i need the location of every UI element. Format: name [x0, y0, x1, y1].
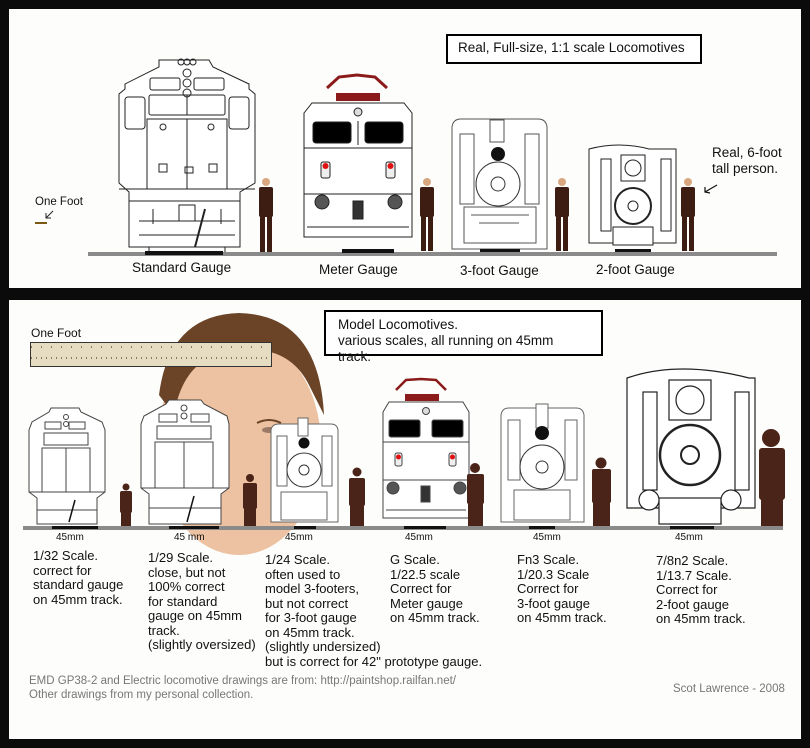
gauge-label: 45mm — [533, 532, 561, 543]
scale-description-g: G Scale. 1/22.5 scale Correct for Meter … — [390, 552, 480, 625]
steam-7-8n2-drawing — [626, 368, 756, 525]
drawing-credits: EMD GP38-2 and Electric locomotive drawi… — [29, 675, 456, 701]
model-person-silhouette — [243, 474, 257, 526]
model-rail — [23, 526, 783, 530]
scale-description-1-24: 1/24 Scale. often used to model 3-footer… — [265, 552, 483, 669]
top-drawings-right — [303, 73, 718, 253]
electric-g-scale-drawing — [382, 377, 470, 519]
real-locomotives-title: Real, Full-size, 1:1 scale Locomotives — [446, 34, 702, 64]
steam-1-24-drawing — [270, 417, 339, 523]
gauge-label: 45mm — [56, 532, 84, 543]
person-figure — [420, 178, 434, 251]
truck — [404, 526, 446, 529]
scale-description-fn3: Fn3 Scale. 1/20.3 Scale Correct for 3-fo… — [517, 552, 607, 625]
scale-description-7-8n2: 7/8n2 Scale. 1/13.7 Scale. Correct for 2… — [656, 553, 746, 626]
person-figure — [681, 178, 695, 251]
model-title-line2: various scales, all running on 45mm trac… — [338, 333, 554, 364]
gp38-1-32-drawing — [28, 407, 106, 525]
ruler-one-foot-label: One Foot — [31, 326, 82, 340]
scale-description-1-29: 1/29 Scale. close, but not 100% correct … — [148, 550, 256, 652]
truck — [52, 526, 98, 529]
truck — [294, 526, 316, 529]
steam-fn3-drawing — [500, 403, 585, 523]
caption-2-foot-gauge: 2-foot Gauge — [596, 262, 675, 277]
model-locomotives-title: Model Locomotives. various scales, all r… — [324, 310, 603, 364]
top-drawings — [35, 58, 777, 256]
caption-meter-gauge: Meter Gauge — [319, 262, 398, 277]
model-person-silhouette — [759, 429, 785, 526]
one-foot-label: One Foot — [35, 196, 83, 208]
steam-locomotive-2ft-drawing — [588, 144, 677, 246]
top-rail — [88, 252, 777, 256]
caption-3-foot-gauge: 3-foot Gauge — [460, 263, 539, 278]
2ft-truck — [615, 249, 651, 252]
model-drawings — [23, 368, 785, 530]
electric-locomotive-body — [303, 73, 413, 238]
model-person-silhouette — [592, 457, 611, 526]
caption-standard-gauge: Standard Gauge — [132, 260, 232, 275]
gp38-locomotive-drawing — [118, 58, 256, 252]
truck — [169, 526, 219, 529]
model-person-silhouette — [120, 483, 132, 526]
gauge-label: 45mm — [675, 532, 703, 543]
author-credit: Scot Lawrence - 2008 — [673, 683, 785, 695]
gp38-1-29-drawing — [140, 399, 230, 525]
electric-truck — [342, 249, 394, 253]
one-foot-ruler — [30, 342, 272, 367]
gauge-label: 45mm — [405, 532, 433, 543]
person-figure — [555, 178, 569, 251]
3ft-truck — [480, 249, 520, 252]
person-figure — [259, 178, 273, 252]
model-person-silhouette — [349, 467, 365, 526]
steam-locomotive-3ft-drawing — [451, 118, 548, 250]
model-person-silhouette — [467, 463, 484, 526]
truck — [529, 526, 555, 529]
one-foot-arrow-icon — [45, 210, 54, 219]
truck — [670, 526, 714, 529]
model-locomotives-panel: One Foot Model Locomotives. various scal… — [9, 300, 801, 739]
gp38-truck — [145, 251, 223, 255]
scale-description-1-32: 1/32 Scale. correct for standard gauge o… — [33, 548, 124, 607]
one-foot-scale-bar — [35, 222, 47, 224]
person-note: Real, 6-foot tall person. — [712, 145, 782, 176]
gauge-label: 45 mm — [174, 532, 205, 543]
gauge-label: 45mm — [285, 532, 313, 543]
person-arrow-icon — [704, 184, 718, 194]
model-title-line1: Model Locomotives. — [338, 317, 459, 332]
